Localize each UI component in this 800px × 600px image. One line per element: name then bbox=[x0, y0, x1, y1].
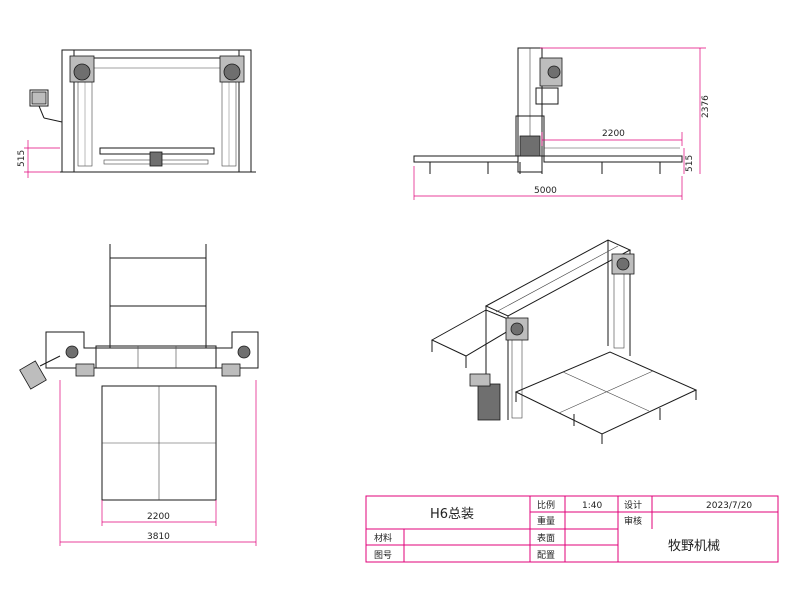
title-block: H6总装 比例 1:40 设计 2023/7/20 重量 审核 材料 表面 牧野… bbox=[365, 495, 779, 563]
material-label: 材料 bbox=[374, 532, 392, 544]
top-dim-3810: 3810 bbox=[147, 532, 170, 542]
side-dim-5000: 5000 bbox=[534, 186, 557, 196]
drawing-title: H6总装 bbox=[430, 507, 474, 522]
design-label: 设计 bbox=[624, 499, 642, 511]
scale-value: 1:40 bbox=[582, 501, 602, 511]
config-label: 配置 bbox=[537, 550, 555, 561]
company-name: 牧野机械 bbox=[668, 539, 720, 554]
side-view: 2200 2376 515 5000 bbox=[413, 47, 711, 200]
top-view: 2200 3810 bbox=[19, 244, 259, 546]
top-dim-2200: 2200 bbox=[147, 512, 170, 522]
weight-label: 重量 bbox=[537, 515, 555, 527]
side-dim-515: 515 bbox=[685, 155, 695, 172]
front-view: 515 bbox=[17, 49, 256, 178]
date-value: 2023/7/20 bbox=[706, 501, 752, 511]
front-dim-515: 515 bbox=[17, 150, 27, 167]
isometric-view bbox=[430, 239, 698, 444]
review-label: 审核 bbox=[624, 515, 642, 527]
side-dim-2200: 2200 bbox=[602, 129, 625, 139]
side-dim-2376: 2376 bbox=[701, 95, 711, 118]
drawing-no-label: 图号 bbox=[374, 550, 392, 561]
surface-label: 表面 bbox=[537, 532, 555, 544]
scale-label: 比例 bbox=[537, 499, 555, 511]
